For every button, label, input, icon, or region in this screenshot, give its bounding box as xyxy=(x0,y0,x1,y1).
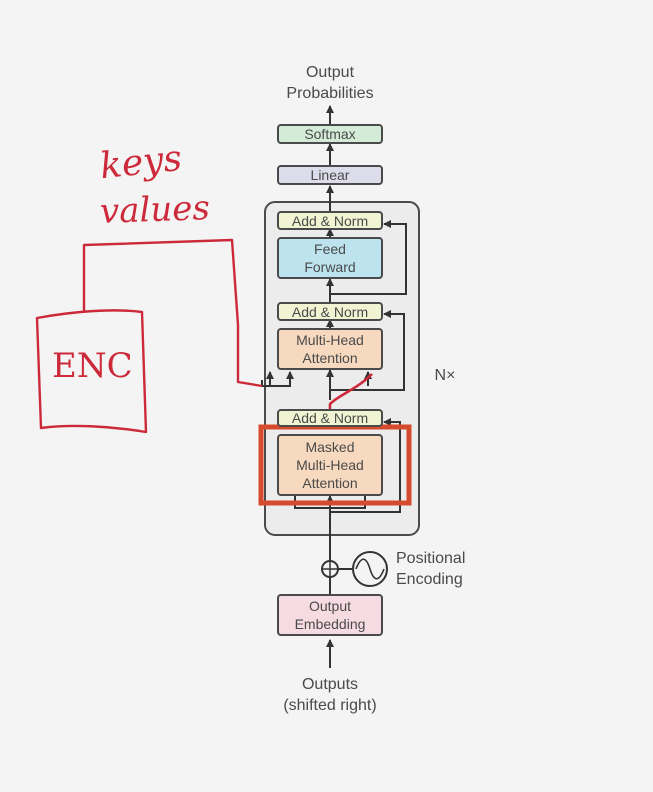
add-norm-top-label: Add & Norm xyxy=(291,212,369,229)
multi-head-attention-box: Multi-Head Attention xyxy=(277,328,383,370)
feed-forward-line1: Feed xyxy=(314,241,346,257)
masked-multi-head-attention-box: Masked Multi-Head Attention xyxy=(277,434,383,496)
arrow-enc-value xyxy=(261,380,270,387)
multi-head-attention-line2: Attention xyxy=(302,350,358,366)
masked-attention-line2: Multi-Head xyxy=(296,457,364,473)
softmax-box: Softmax xyxy=(277,124,383,144)
add-norm-mid-box: Add & Norm xyxy=(277,302,383,321)
softmax-label: Softmax xyxy=(304,126,356,142)
add-norm-mid-label: Add & Norm xyxy=(291,303,369,320)
masked-attention-highlight xyxy=(258,424,412,506)
residual-cross xyxy=(330,310,405,391)
output-probabilities-line2: Probabilities xyxy=(286,85,374,102)
add-norm-bottom-label: Add & Norm xyxy=(291,410,369,426)
multi-head-attention-line1: Multi-Head xyxy=(296,332,364,348)
query-connector-line xyxy=(328,373,373,418)
residual-masked xyxy=(329,418,401,513)
enc-annotation: ENC xyxy=(52,346,133,386)
output-probabilities-label: Output Probabilities xyxy=(270,62,390,104)
outputs-line2: (shifted right) xyxy=(283,697,377,714)
outputs-line1: Outputs xyxy=(301,676,359,693)
output-embedding-line2: Embedding xyxy=(294,616,366,632)
masked-attention-line3: Attention xyxy=(302,475,358,491)
arrow-enc-key xyxy=(262,371,294,387)
feed-forward-line2: Forward xyxy=(304,259,356,275)
enc-connector-line xyxy=(82,238,263,388)
feed-forward-box: Feed Forward xyxy=(277,237,383,279)
positional-encoding-line2: Encoding xyxy=(396,571,463,588)
linear-box: Linear xyxy=(277,165,383,185)
linear-label: Linear xyxy=(310,167,350,183)
add-norm-bottom-box: Add & Norm xyxy=(277,409,383,427)
nx-label: N× xyxy=(434,367,456,384)
residual-ff xyxy=(330,220,407,295)
positional-encoding-label: Positional Encoding xyxy=(396,548,480,590)
output-embedding-box: Output Embedding xyxy=(277,594,383,636)
outputs-label: Outputs (shifted right) xyxy=(265,674,395,716)
keys-annotation: keys xyxy=(98,137,184,188)
add-norm-top-box: Add & Norm xyxy=(277,211,383,230)
positional-encoding-line1: Positional xyxy=(396,550,466,567)
output-probabilities-line1: Output xyxy=(305,64,355,81)
values-annotation: values xyxy=(99,188,211,232)
enc-box-outline xyxy=(35,309,148,434)
masked-attention-line1: Masked xyxy=(305,439,355,455)
output-embedding-line1: Output xyxy=(308,598,352,614)
